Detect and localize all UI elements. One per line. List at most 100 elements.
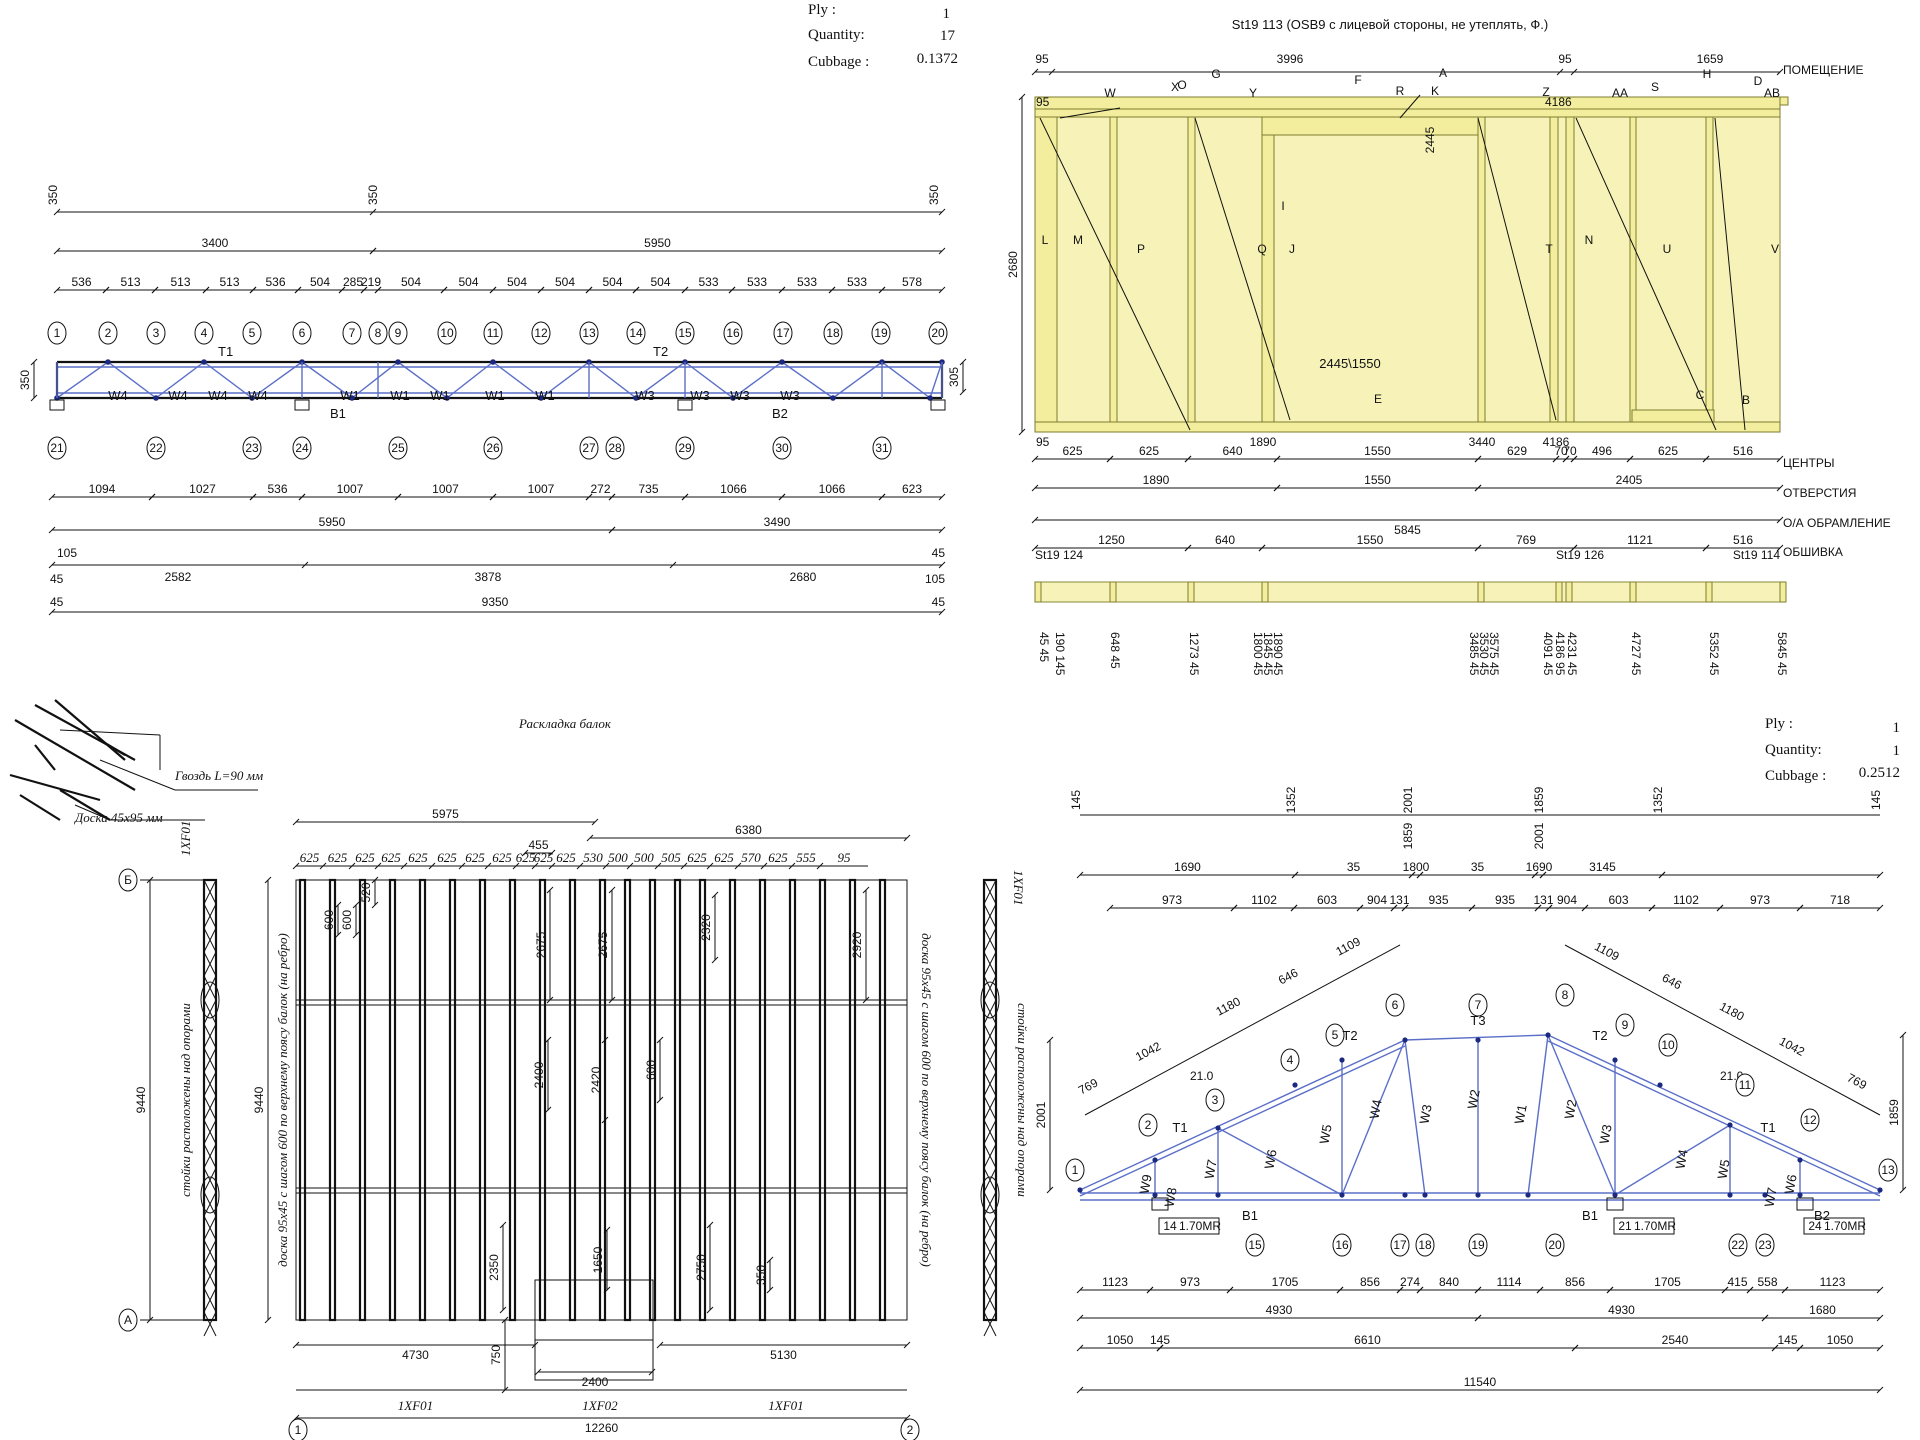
bottom-row-2: 4930 bbox=[1266, 1303, 1293, 1317]
joist-beam bbox=[358, 878, 367, 1322]
web-label: W7 bbox=[1201, 1158, 1219, 1180]
dimension-tick bbox=[249, 493, 257, 501]
panel-dimension: 533 bbox=[698, 275, 718, 289]
dimension-tick bbox=[711, 891, 719, 899]
truss-node-number: 17 bbox=[1393, 1238, 1407, 1252]
bottom-node-22 bbox=[146, 436, 166, 460]
board-note-right: доска 95x45 с шагом 600 по верхнему пояс… bbox=[919, 933, 934, 1267]
end-height-label: 350 bbox=[366, 185, 380, 205]
bottom-row-1: 1705 bbox=[1654, 1275, 1681, 1289]
plan-stud bbox=[1555, 581, 1563, 603]
joint bbox=[1475, 1037, 1481, 1043]
dimension-tick bbox=[458, 862, 466, 870]
truss-node bbox=[1390, 1233, 1410, 1257]
truss-group-mark: 1XF02 bbox=[582, 1398, 618, 1413]
spacing-value: 95 bbox=[838, 850, 852, 865]
sheathing-dimension: 1121 bbox=[1627, 533, 1653, 547]
web-member bbox=[684, 361, 734, 399]
top-mark: 2001 bbox=[1401, 786, 1415, 813]
plan-stud bbox=[1565, 581, 1573, 603]
top-mark: 145 bbox=[1869, 790, 1883, 810]
member-label: T bbox=[1545, 242, 1553, 256]
detail-sketch bbox=[99, 739, 126, 756]
web-label: W2 bbox=[1464, 1088, 1482, 1110]
truss-node-number: 1 bbox=[1072, 1163, 1079, 1177]
dim-6380: 6380 bbox=[735, 823, 762, 837]
side-truss-web bbox=[983, 1143, 997, 1169]
vertical-dimension: 350 bbox=[754, 1265, 768, 1285]
support-span-2: 3878 bbox=[475, 570, 502, 584]
top-node-4 bbox=[194, 321, 214, 345]
dimension-tick bbox=[334, 901, 342, 909]
member-label: I bbox=[1281, 199, 1284, 213]
support-offset-left: 105 bbox=[57, 546, 77, 560]
member-label: H bbox=[1703, 67, 1712, 81]
joist-beam bbox=[758, 878, 767, 1322]
plan-position-mark: 3575 45 bbox=[1487, 632, 1501, 676]
member-label: S bbox=[1651, 80, 1659, 94]
dimension-tick bbox=[53, 286, 61, 294]
dimension-tick bbox=[352, 901, 360, 909]
web-member bbox=[1527, 1034, 1549, 1196]
member-label: O bbox=[1177, 78, 1186, 92]
dimension-tick bbox=[1570, 544, 1578, 552]
dimension-tick bbox=[292, 1341, 300, 1349]
bottom-panel-dimension: 735 bbox=[638, 482, 658, 496]
header-beam bbox=[1261, 116, 1479, 136]
member-label: D bbox=[1754, 74, 1763, 88]
plan-position-mark: 648 45 bbox=[1108, 632, 1122, 669]
dimension-tick bbox=[1076, 871, 1084, 879]
stud bbox=[1549, 116, 1559, 423]
member-label: Q bbox=[1257, 242, 1266, 256]
span-row-2: 935 bbox=[1428, 893, 1448, 907]
dimension-tick bbox=[1776, 484, 1784, 492]
joint bbox=[395, 359, 401, 365]
bottom-panel-dimension: 1007 bbox=[528, 482, 555, 496]
dimension-tick bbox=[1899, 1186, 1907, 1194]
top-node-6 bbox=[292, 321, 312, 345]
dimension-tick bbox=[681, 286, 689, 294]
web-label: W2 bbox=[1561, 1098, 1579, 1120]
joint bbox=[1797, 1192, 1803, 1198]
overall-left: 45 bbox=[50, 595, 64, 609]
dimension-tick bbox=[53, 247, 61, 255]
dimension-tick bbox=[48, 493, 56, 501]
side-truss-web bbox=[983, 927, 997, 953]
brace-line bbox=[1194, 117, 1291, 421]
row-label-sheathing: ОБШИВКА bbox=[1783, 545, 1843, 559]
dimension-tick bbox=[1571, 1344, 1579, 1352]
top-node-2 bbox=[98, 321, 118, 345]
axis-col-1 bbox=[288, 1418, 308, 1440]
web-label: W6 bbox=[1781, 1173, 1799, 1195]
top-node-6-number: 6 bbox=[299, 326, 306, 340]
dimension-tick bbox=[938, 208, 946, 216]
vertical-dimension: 2420 bbox=[589, 1066, 603, 1093]
dimension-tick bbox=[1539, 871, 1547, 879]
bottom-row-1: 558 bbox=[1757, 1275, 1777, 1289]
dimension-tick bbox=[30, 358, 38, 366]
side-truss-web bbox=[983, 1239, 997, 1265]
truss-node-number: 22 bbox=[1731, 1238, 1745, 1252]
top-mark: 1859 bbox=[1532, 786, 1546, 813]
plan-stud bbox=[1477, 581, 1485, 603]
quantity-value: 17 bbox=[940, 28, 956, 44]
dimension-tick bbox=[1184, 544, 1192, 552]
member-label: F bbox=[1354, 73, 1361, 87]
top-node-18 bbox=[823, 321, 843, 345]
stud bbox=[1187, 116, 1196, 423]
dimension-tick bbox=[626, 862, 634, 870]
left-bottom-95: 95 bbox=[1036, 435, 1050, 449]
joint bbox=[1727, 1122, 1733, 1128]
dimension-tick bbox=[1716, 904, 1724, 912]
chord-label: B1 bbox=[1582, 1208, 1598, 1223]
bottom-node-25 bbox=[388, 436, 408, 460]
dimension-tick bbox=[654, 862, 662, 870]
vertical-dimension: 520 bbox=[359, 882, 373, 902]
joint bbox=[830, 395, 836, 401]
top-node-14-number: 14 bbox=[629, 326, 643, 340]
dimension-tick bbox=[546, 886, 554, 894]
brace-line bbox=[1714, 117, 1746, 431]
height-right: 305 bbox=[947, 367, 961, 387]
dimension-tick bbox=[706, 1306, 714, 1314]
dimension-tick bbox=[1771, 1344, 1779, 1352]
